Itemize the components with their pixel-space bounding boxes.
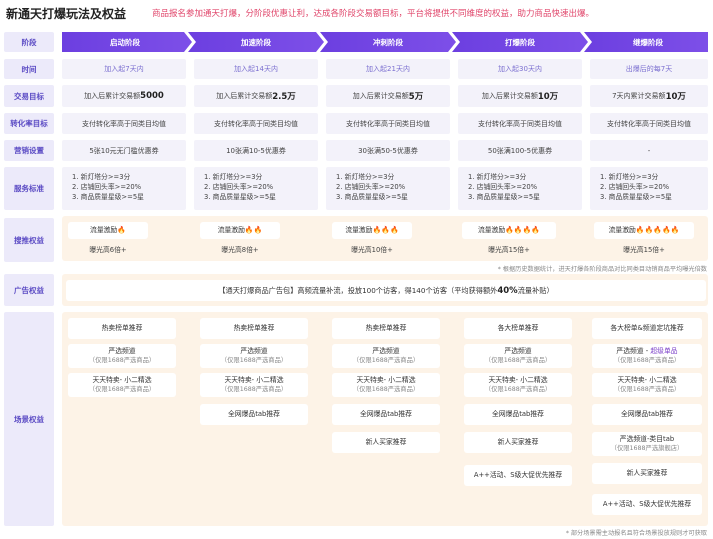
stage-chevron-1 <box>62 32 192 52</box>
row-label-conversion: 转化率目标 <box>4 113 54 134</box>
time-cell-3: 加入起21天内 <box>326 59 450 79</box>
scene-hot-tab: 全网爆品tab推荐 <box>592 404 702 425</box>
row-label-scene: 场景权益 <box>4 312 54 526</box>
time-cell-5: 出爆后的每7天 <box>590 59 708 79</box>
marketing-cell-5: - <box>590 140 708 161</box>
conversion-cell-1: 支付转化率高于同类目均值 <box>62 113 186 134</box>
traffic-card-4: 流量激励🔥🔥🔥🔥 <box>462 222 556 239</box>
scene-promo: A++活动、S级大促优先推荐 <box>464 465 572 486</box>
stage-label-4: 打爆阶段 <box>505 37 535 47</box>
fire-icon: 🔥🔥 <box>244 226 263 234</box>
stage-chevrons: 启动阶段 加速阶段 冲刺阶段 打爆阶段 继爆阶段 <box>62 32 708 52</box>
scene-yanxuan: 严选频道（仅限1688严选商品） <box>200 344 308 368</box>
scene-hot-list: 热卖榜单推荐 <box>332 318 440 339</box>
stage-chevron-3 <box>320 32 456 52</box>
scene-hot-list: 热卖榜单推荐 <box>200 318 308 339</box>
scene-tiantian: 天天特卖- 小二精选（仅限1688严选商品） <box>464 373 572 397</box>
row-label-stage: 阶段 <box>4 32 54 52</box>
marketing-cell-2: 10张满10-5优惠券 <box>194 140 318 161</box>
traffic-card-1: 流量激励🔥 <box>68 222 148 239</box>
conversion-cell-5: 支付转化率高于同类目均值 <box>590 113 708 134</box>
scene-hot-tab: 全网爆品tab推荐 <box>464 404 572 425</box>
stage-chevron-2 <box>188 32 324 52</box>
conversion-cell-3: 支付转化率高于同类目均值 <box>326 113 450 134</box>
stage-chevron-5 <box>584 32 708 52</box>
scene-hot-list: 各大榜单推荐 <box>464 318 572 339</box>
fire-icon: 🔥🔥🔥🔥 <box>505 226 541 234</box>
traffic-exposure-4: 曝光高15倍+ <box>488 246 530 254</box>
traffic-exposure-3: 曝光高10倍+ <box>351 246 393 254</box>
time-cell-2: 加入起14天内 <box>194 59 318 79</box>
scene-yanxuan: 严选频道（仅限1688严选商品） <box>68 344 176 368</box>
stage-label-3: 冲刺阶段 <box>373 37 403 47</box>
scene-tiantian: 天天特卖- 小二精选（仅限1688严选商品） <box>200 373 308 397</box>
time-cell-1: 加入起7天内 <box>62 59 186 79</box>
scene-yanxuan: 严选频道 - 超级单品（仅限1688严选商品） <box>592 344 702 368</box>
row-label-time: 时间 <box>4 59 54 79</box>
row-label-service: 服务标准 <box>4 167 54 210</box>
scene-footnote: * 部分场景需主动报名且符合场景投放规则才可获取 <box>565 530 707 537</box>
stage-label-1: 启动阶段 <box>110 37 140 47</box>
time-cell-4: 加入起30天内 <box>458 59 582 79</box>
page-title: 新通天打爆玩法及权益 <box>6 7 127 21</box>
fire-icon: 🔥 <box>117 226 126 234</box>
row-label-target: 交易目标 <box>4 85 54 107</box>
scene-yanxuan: 严选频道（仅限1688严选商品） <box>464 344 572 368</box>
marketing-cell-4: 50张满100-5优惠券 <box>458 140 582 161</box>
marketing-cell-3: 30张满50-5优惠券 <box>326 140 450 161</box>
scene-hot-list: 各大榜单&频道定坑推荐 <box>592 318 702 339</box>
traffic-exposure-5: 曝光高15倍+ <box>623 246 665 254</box>
row-label-ads: 广告权益 <box>4 274 54 306</box>
row-label-marketing: 营销设置 <box>4 140 54 161</box>
traffic-card-5: 流量激励🔥🔥🔥🔥🔥 <box>594 222 694 239</box>
stage-label-5: 继爆阶段 <box>633 37 663 47</box>
scene-new-buyer: 新人买家推荐 <box>332 432 440 453</box>
marketing-cell-1: 5张10元无门槛优惠券 <box>62 140 186 161</box>
row-label-traffic: 搜推权益 <box>4 218 54 262</box>
fire-icon: 🔥🔥🔥🔥🔥 <box>635 226 680 234</box>
conversion-cell-4: 支付转化率高于同类目均值 <box>458 113 582 134</box>
ads-package: 【通天打爆商品广告包】高频流量补流，投放100个访客，得140个访客（平均获得额… <box>66 280 706 301</box>
scene-tiantian: 天天特卖- 小二精选（仅限1688严选商品） <box>68 373 176 397</box>
traffic-card-3: 流量激励🔥🔥🔥 <box>332 222 412 239</box>
scene-yanxuan: 严选频道（仅限1688严选商品） <box>332 344 440 368</box>
scene-promo: A++活动、S级大促优先推荐 <box>592 494 702 515</box>
scene-tiantian: 天天特卖- 小二精选（仅限1688严选商品） <box>332 373 440 397</box>
scene-tiantian: 天天特卖- 小二精选（仅限1688严选商品） <box>592 373 702 397</box>
traffic-footnote: * 根据历史数据统计，进天打爆各阶段商品对比同类目动销商品平均曝光倍数 <box>497 266 707 273</box>
scene-hot-list: 热卖榜单推荐 <box>68 318 176 339</box>
traffic-card-2: 流量激励🔥🔥 <box>200 222 280 239</box>
fire-icon: 🔥🔥🔥 <box>372 226 399 234</box>
scene-yanxuan-category: 严选频道-类目tab（仅限1688严选旗舰店） <box>592 432 702 456</box>
conversion-cell-2: 支付转化率高于同类目均值 <box>194 113 318 134</box>
traffic-exposure-2: 曝光高8倍+ <box>221 246 259 254</box>
traffic-exposure-1: 曝光高6倍+ <box>89 246 127 254</box>
scene-hot-tab: 全网爆品tab推荐 <box>332 404 440 425</box>
page-subtitle: 商品报名参加通天打爆，分阶段优惠让利，达成各阶段交易额目标，平台将提供不同维度的… <box>152 9 595 19</box>
stage-chevron-4 <box>452 32 588 52</box>
stage-label-2: 加速阶段 <box>241 37 271 47</box>
scene-new-buyer: 新人买家推荐 <box>592 463 702 484</box>
scene-new-buyer: 新人买家推荐 <box>464 432 572 453</box>
scene-hot-tab: 全网爆品tab推荐 <box>200 404 308 425</box>
